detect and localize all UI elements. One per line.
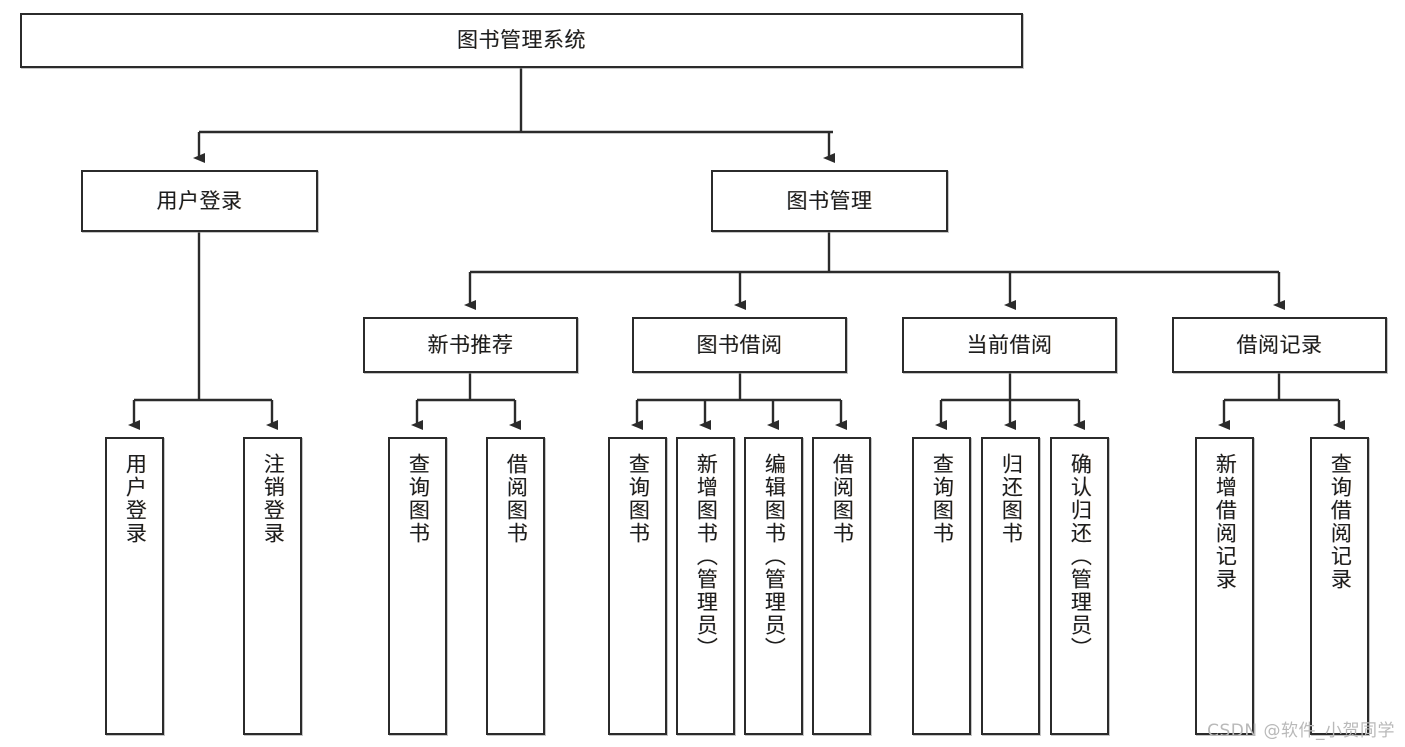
leaf-label: 用户登录 xyxy=(123,453,148,545)
leaf-label: 查询图书 xyxy=(406,453,431,545)
node-user-login-label: 用户登录 xyxy=(156,188,243,213)
node-borrow-record[interactable]: 借阅记录 xyxy=(1172,317,1387,373)
node-root[interactable]: 图书管理系统 xyxy=(20,13,1023,68)
leaf-current-return-book[interactable]: 归还图书 xyxy=(981,437,1040,735)
leaf-borrow-query-book[interactable]: 查询图书 xyxy=(608,437,667,735)
node-borrow-record-label: 借阅记录 xyxy=(1236,332,1323,357)
leaf-label: 注销登录 xyxy=(261,453,286,545)
leaf-label: 新增图书（管理员） xyxy=(694,453,719,660)
leaf-label: 查询图书 xyxy=(626,453,651,545)
leaf-record-query[interactable]: 查询借阅记录 xyxy=(1310,437,1369,735)
leaf-label: 借阅图书 xyxy=(830,453,855,545)
node-book-borrow[interactable]: 图书借阅 xyxy=(632,317,847,373)
node-book-management[interactable]: 图书管理 xyxy=(711,170,948,232)
node-root-label: 图书管理系统 xyxy=(457,28,586,53)
node-user-login[interactable]: 用户登录 xyxy=(81,170,318,232)
leaf-new-book-query[interactable]: 查询图书 xyxy=(388,437,447,735)
leaf-label: 借阅图书 xyxy=(504,453,529,545)
leaf-label: 查询图书 xyxy=(930,453,955,545)
node-current-borrow[interactable]: 当前借阅 xyxy=(902,317,1117,373)
leaf-record-add[interactable]: 新增借阅记录 xyxy=(1195,437,1254,735)
leaf-label: 归还图书 xyxy=(999,453,1024,545)
node-new-book-recommend[interactable]: 新书推荐 xyxy=(363,317,578,373)
node-current-borrow-label: 当前借阅 xyxy=(966,332,1053,357)
node-book-borrow-label: 图书借阅 xyxy=(696,332,783,357)
watermark: CSDN @软件_小贺同学 xyxy=(1207,721,1395,741)
node-book-management-label: 图书管理 xyxy=(786,188,873,213)
node-new-book-recommend-label: 新书推荐 xyxy=(427,332,514,357)
leaf-label: 新增借阅记录 xyxy=(1213,453,1238,591)
leaf-borrow-borrow-book[interactable]: 借阅图书 xyxy=(812,437,871,735)
leaf-new-book-borrow[interactable]: 借阅图书 xyxy=(486,437,545,735)
leaf-borrow-edit-book[interactable]: 编辑图书（管理员） xyxy=(744,437,803,735)
leaf-label: 确认归还（管理员） xyxy=(1068,453,1093,660)
leaf-current-query-book[interactable]: 查询图书 xyxy=(912,437,971,735)
leaf-current-confirm-return[interactable]: 确认归还（管理员） xyxy=(1050,437,1109,735)
leaf-borrow-add-book[interactable]: 新增图书（管理员） xyxy=(676,437,735,735)
leaf-label: 查询借阅记录 xyxy=(1328,453,1353,591)
leaf-label: 编辑图书（管理员） xyxy=(762,453,787,660)
leaf-user-login-logout[interactable]: 注销登录 xyxy=(243,437,302,735)
leaf-user-login-login[interactable]: 用户登录 xyxy=(105,437,164,735)
